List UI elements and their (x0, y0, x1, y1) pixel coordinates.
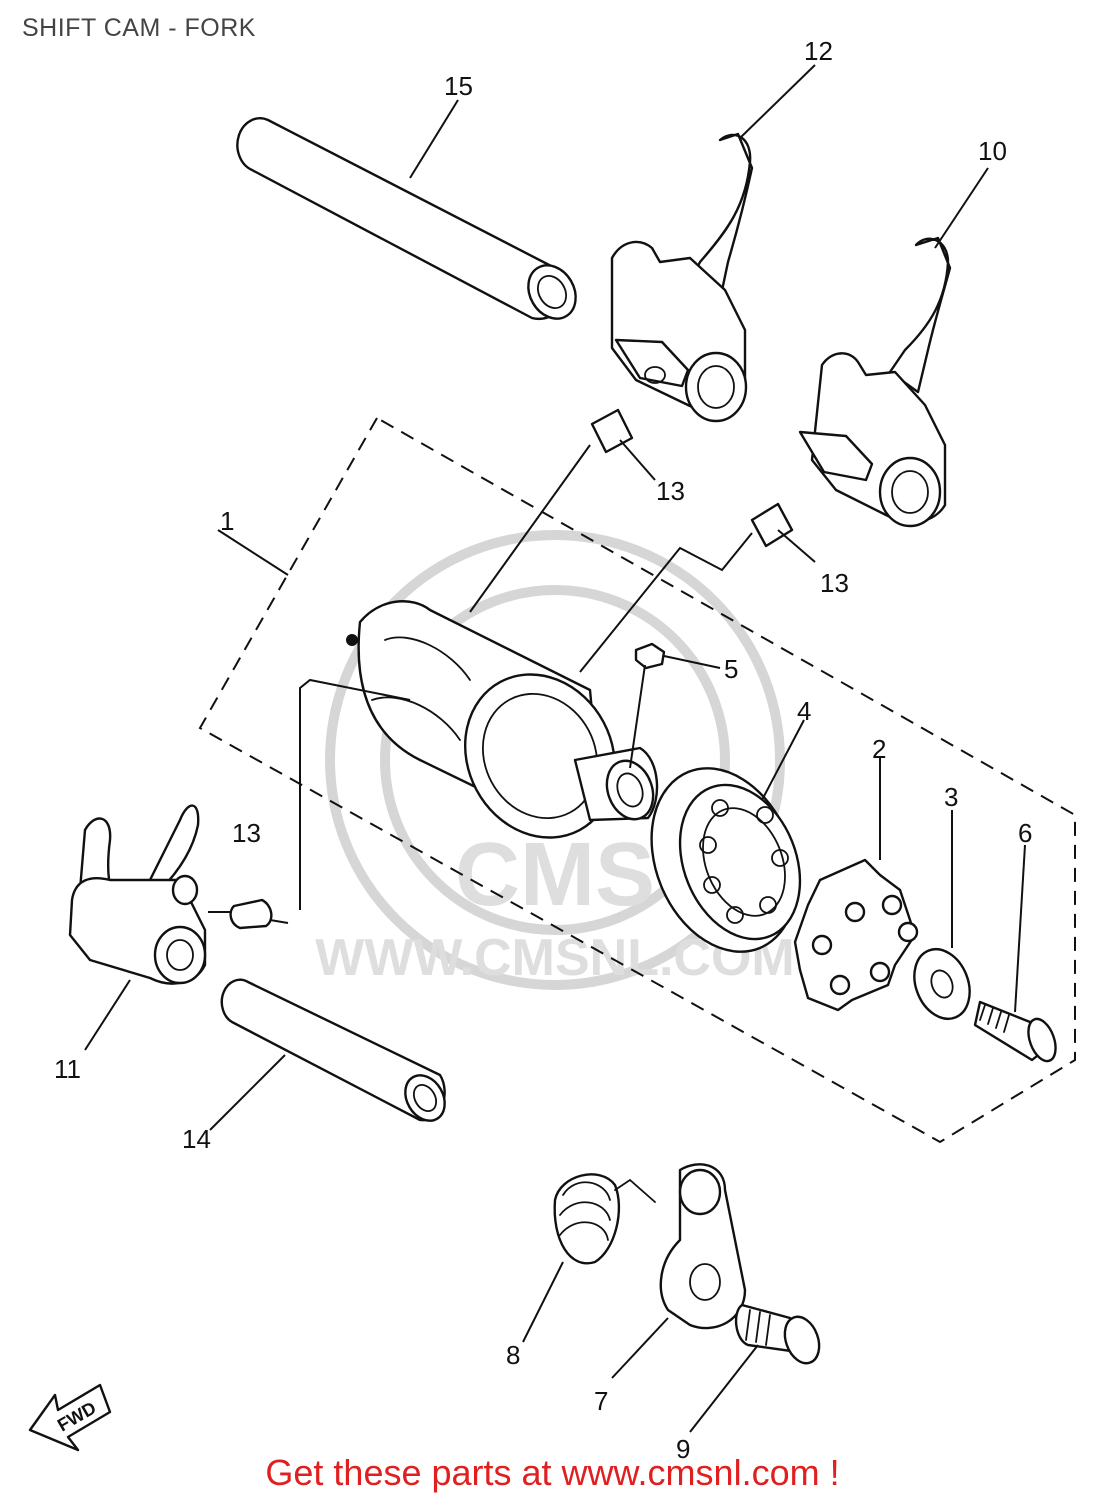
part-4-bearing (650, 767, 802, 953)
part-5-key (634, 642, 666, 670)
part-2-segment (793, 858, 919, 1012)
callout-15: 15 (444, 71, 473, 101)
part-8-spring (553, 1173, 656, 1265)
part-3-washer (913, 948, 971, 1020)
callout-6: 6 (1018, 818, 1032, 848)
callout-9: 9 (676, 1434, 690, 1464)
part-6-screw (973, 1000, 1057, 1063)
part-13-guide-pin-right (750, 502, 794, 548)
callout-13-upper: 13 (656, 476, 685, 506)
footer-cta-link[interactable]: Get these parts at www.cmsnl.com ! (265, 1452, 840, 1493)
callout-13-left: 13 (232, 818, 261, 848)
callout-8: 8 (506, 1340, 520, 1370)
callout-11: 11 (54, 1054, 81, 1084)
callout-10: 10 (978, 136, 1007, 166)
page-title: SHIFT CAM - FORK (22, 14, 256, 42)
part-10-shift-fork (798, 236, 952, 528)
part-14-shaft (220, 978, 446, 1122)
part-13-guide-pin-left (229, 898, 273, 930)
callout-7: 7 (594, 1386, 608, 1416)
callout-4: 4 (797, 696, 811, 726)
callout-2: 2 (872, 734, 886, 764)
callout-1: 1 (220, 506, 234, 536)
shift-cam-drum (346, 600, 659, 839)
part-15-shaft (236, 117, 577, 320)
forward-arrow-icon: FWD (28, 1383, 112, 1452)
part-11-shift-fork (68, 804, 207, 985)
callout-13-right: 13 (820, 568, 849, 598)
callout-3: 3 (944, 782, 958, 812)
watermark-logo-text: CMS (455, 825, 655, 925)
part-7-stopper-lever (659, 1163, 747, 1330)
callout-14: 14 (182, 1124, 211, 1154)
part-12-shift-fork (610, 132, 754, 423)
leader-lines (84, 64, 1026, 1433)
watermark-logo: CMS WWW.CMSNL.COM (315, 530, 795, 990)
callout-12: 12 (804, 36, 833, 66)
callout-5: 5 (724, 654, 738, 684)
part-9-bolt (734, 1303, 821, 1365)
